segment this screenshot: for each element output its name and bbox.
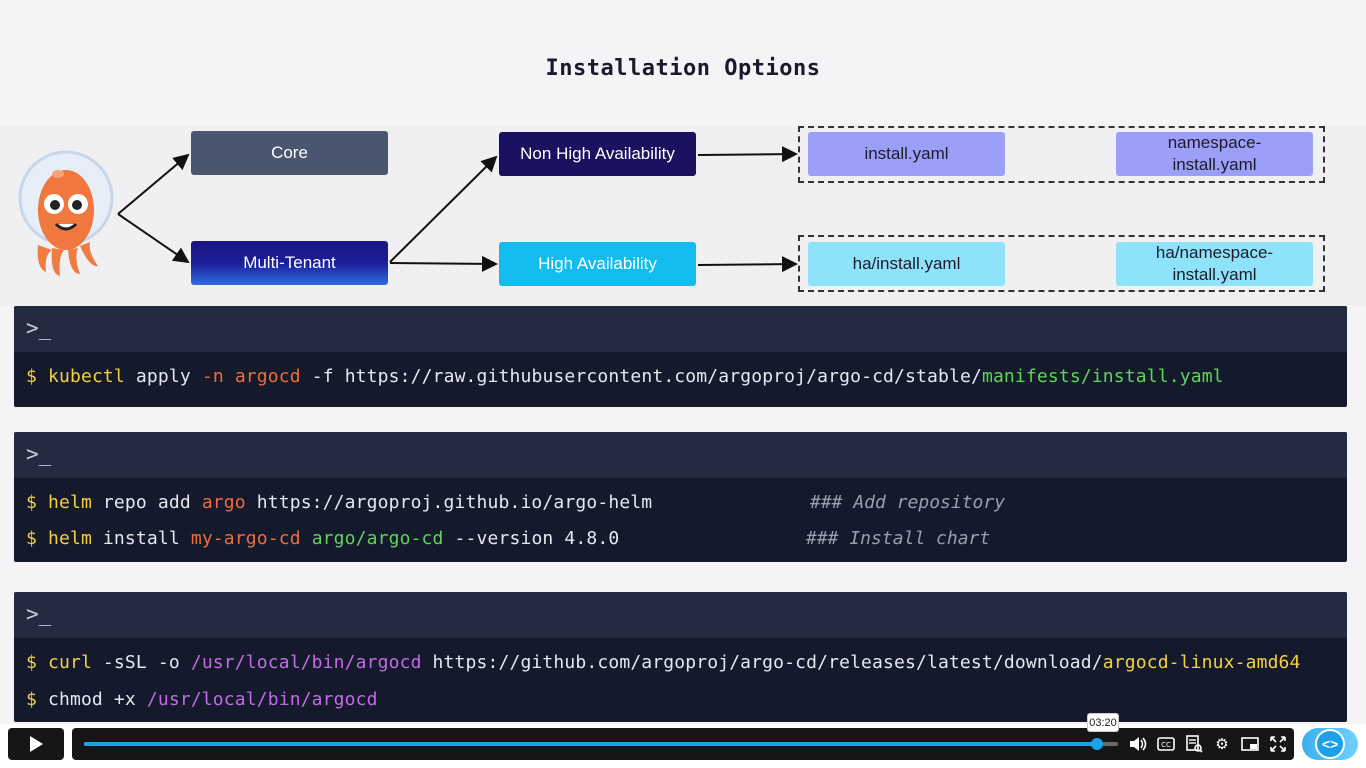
code-icon: <> [1315, 729, 1345, 759]
captions-icon: CC [1157, 737, 1175, 751]
multi-tenant-box: Multi-Tenant [191, 241, 388, 285]
ha-namespace-install-yaml-box: ha/namespace- install.yaml [1116, 242, 1313, 286]
volume-icon [1130, 737, 1147, 751]
terminal-prompt-icon: >_ [26, 602, 52, 626]
namespace-install-line2: install.yaml [1172, 155, 1257, 174]
argo-mascot-logo [18, 150, 114, 276]
terminal-prompt-icon: >_ [26, 316, 52, 340]
ha-install-yaml-box: ha/install.yaml [808, 242, 1005, 286]
volume-button[interactable] [1128, 734, 1148, 754]
helm-comment-1: ### Add repository [810, 492, 1006, 513]
core-box: Core [191, 131, 388, 175]
play-button[interactable] [8, 728, 64, 760]
terminal-prompt-icon: >_ [26, 442, 52, 466]
curl-command-line: $ curl -sSL -o /usr/local/bin/argocd htt… [26, 652, 1301, 673]
non-ha-files-group [798, 126, 1325, 183]
fullscreen-button[interactable] [1268, 734, 1288, 754]
kubectl-terminal: >_ $ kubectl apply -n argocd -f https://… [14, 306, 1347, 407]
diagram-arrows [117, 146, 798, 273]
install-yaml-box: install.yaml [808, 132, 1005, 176]
code-toggle-button[interactable]: <> [1302, 728, 1358, 760]
settings-button[interactable]: ⚙ [1212, 734, 1232, 754]
namespace-install-line1: namespace- [1167, 133, 1262, 152]
helm-terminal: >_ $ helm repo add argo https://argoproj… [14, 432, 1347, 562]
helm-repo-add-line: $ helm repo add argo https://argoproj.gi… [26, 492, 653, 513]
terminal-header: >_ [14, 432, 1347, 478]
time-tooltip: 03:20 [1087, 713, 1119, 732]
slide-title: Installation Options [545, 56, 821, 81]
terminal-header: >_ [14, 306, 1347, 352]
ha-files-group [798, 235, 1325, 292]
ha-namespace-install-line2: install.yaml [1172, 265, 1257, 284]
chmod-command-line: $ chmod +x /usr/local/bin/argocd [26, 689, 378, 710]
svg-text:CC: CC [1161, 741, 1171, 749]
gear-icon: ⚙ [1215, 735, 1229, 753]
ha-namespace-install-line1: ha/namespace- [1155, 243, 1274, 262]
kubectl-command-line: $ kubectl apply -n argocd -f https://raw… [26, 366, 1224, 387]
picture-in-picture-icon [1241, 737, 1259, 751]
play-icon [30, 736, 43, 752]
progress-fill [84, 742, 1098, 746]
picture-in-picture-button[interactable] [1240, 734, 1260, 754]
captions-button[interactable]: CC [1156, 734, 1176, 754]
terminal-header: >_ [14, 592, 1347, 638]
cli-install-terminal: >_ $ curl -sSL -o /usr/local/bin/argocd … [14, 592, 1347, 722]
helm-comment-2: ### Install chart [806, 528, 991, 549]
progress-bar[interactable] [84, 738, 1118, 750]
progress-handle[interactable] [1091, 738, 1104, 750]
fullscreen-icon [1270, 736, 1286, 752]
transcript-button[interactable] [1184, 734, 1204, 754]
helm-install-line: $ helm install my-argo-cd argo/argo-cd -… [26, 528, 620, 549]
namespace-install-yaml-box: namespace- install.yaml [1116, 132, 1313, 176]
non-high-availability-box: Non High Availability [499, 132, 696, 176]
high-availability-box: High Availability [499, 242, 696, 286]
transcript-icon [1186, 735, 1203, 753]
